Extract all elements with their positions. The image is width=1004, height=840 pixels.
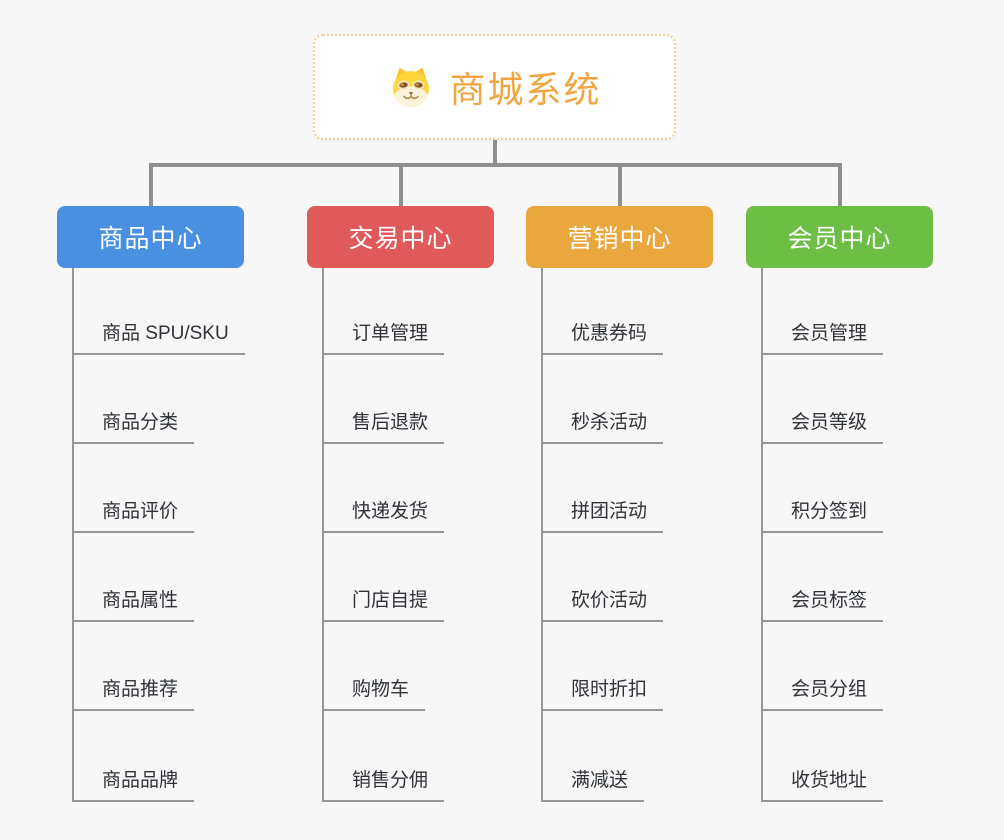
child-node[interactable]: 会员标签 [761, 589, 884, 622]
branch-label: 会员中心 [787, 225, 892, 253]
child-node[interactable]: 商品品牌 [72, 769, 195, 802]
child-node[interactable]: 购物车 [322, 678, 426, 711]
child-label: 销售分佣 [352, 770, 429, 791]
branch-child-line [541, 268, 543, 802]
branch-child-line [761, 268, 763, 802]
child-label: 优惠券码 [571, 323, 648, 344]
branch-node[interactable]: 交易中心 [307, 206, 494, 268]
child-node[interactable]: 商品推荐 [72, 678, 195, 711]
branch-riser [617, 163, 622, 206]
child-node[interactable]: 会员分组 [761, 678, 884, 711]
child-label: 门店自提 [352, 590, 429, 611]
branch-riser [148, 163, 153, 206]
child-node[interactable]: 商品 SPU/SKU [72, 322, 245, 355]
child-label: 积分签到 [791, 501, 868, 522]
child-node[interactable]: 门店自提 [322, 589, 445, 622]
child-label: 会员管理 [791, 323, 868, 344]
child-node[interactable]: 商品分类 [72, 411, 195, 444]
root-node[interactable]: 商城系统 [313, 34, 676, 140]
root-label: 商城系统 [449, 69, 602, 110]
child-label: 砍价活动 [571, 590, 648, 611]
child-node[interactable]: 快递发货 [322, 500, 445, 533]
child-node[interactable]: 满减送 [541, 769, 645, 802]
child-label: 购物车 [352, 679, 410, 700]
child-node[interactable]: 商品评价 [72, 500, 195, 533]
branch-node[interactable]: 会员中心 [746, 206, 933, 268]
child-node[interactable]: 收货地址 [761, 769, 884, 802]
child-label: 快递发货 [352, 501, 429, 522]
child-label: 会员分组 [791, 679, 868, 700]
child-node[interactable]: 积分签到 [761, 500, 884, 533]
branch-label: 商品中心 [98, 225, 203, 253]
child-node[interactable]: 砍价活动 [541, 589, 664, 622]
dog-face-icon [393, 67, 430, 107]
connector-horizontal-bar [148, 163, 842, 167]
child-label: 会员标签 [791, 590, 868, 611]
child-node[interactable]: 秒杀活动 [541, 411, 664, 444]
child-node[interactable]: 商品属性 [72, 589, 195, 622]
child-node[interactable]: 优惠券码 [541, 322, 664, 355]
child-label: 商品评价 [102, 501, 179, 522]
branch-node[interactable]: 商品中心 [57, 206, 244, 268]
child-node[interactable]: 会员管理 [761, 322, 884, 355]
child-label: 收货地址 [791, 770, 868, 791]
child-label: 秒杀活动 [571, 412, 648, 433]
child-label: 售后退款 [352, 412, 429, 433]
child-label: 会员等级 [791, 412, 868, 433]
child-label: 商品品牌 [102, 770, 179, 791]
child-label: 订单管理 [352, 323, 429, 344]
child-node[interactable]: 售后退款 [322, 411, 445, 444]
branch-node[interactable]: 营销中心 [526, 206, 713, 268]
child-node[interactable]: 限时折扣 [541, 678, 664, 711]
child-node[interactable]: 拼团活动 [541, 500, 664, 533]
child-node[interactable]: 销售分佣 [322, 769, 445, 802]
child-label: 商品推荐 [102, 679, 179, 700]
branch-riser [398, 163, 403, 206]
child-label: 商品属性 [102, 590, 179, 611]
child-label: 商品分类 [102, 412, 179, 433]
child-label: 商品 SPU/SKU [102, 323, 229, 344]
child-label: 拼团活动 [571, 501, 648, 522]
child-node[interactable]: 会员等级 [761, 411, 884, 444]
child-node[interactable]: 订单管理 [322, 322, 445, 355]
branch-riser [837, 163, 842, 206]
branch-label: 营销中心 [567, 225, 672, 253]
branch-label: 交易中心 [348, 225, 453, 253]
connector-root-stem [492, 140, 497, 166]
child-label: 满减送 [571, 770, 629, 791]
branch-child-line [322, 268, 324, 802]
child-label: 限时折扣 [571, 679, 648, 700]
branch-child-line [72, 268, 74, 802]
